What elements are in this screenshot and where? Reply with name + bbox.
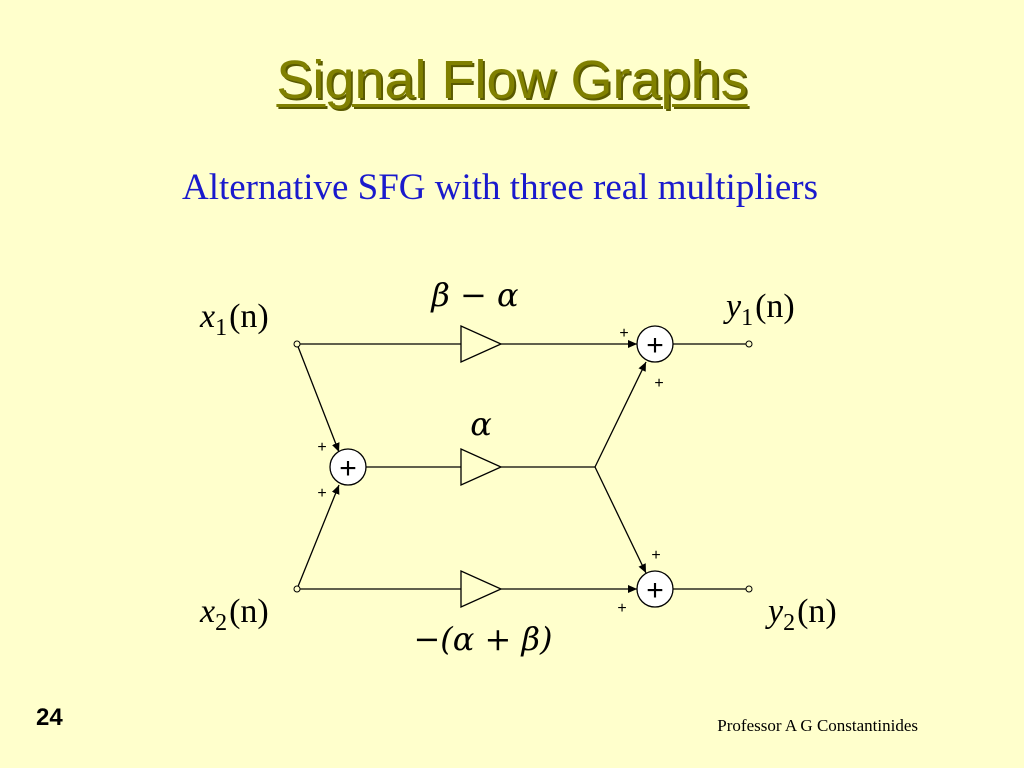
adder-output1-symbol: +: [646, 329, 664, 362]
branch-split-down: [594, 466, 647, 574]
gain-bottom-label: −(α + β): [413, 620, 552, 658]
sign-adder-output2-left: +: [617, 600, 626, 617]
node-input2: [293, 585, 301, 593]
page-number: 24: [36, 704, 63, 731]
label-x1: x1(n): [199, 298, 269, 341]
sign-adder-output2-top: +: [651, 547, 660, 564]
adder-input-symbol: +: [339, 452, 357, 485]
node-output1: [745, 340, 753, 348]
label-y2: y2(n): [765, 593, 837, 636]
multiplier-top: [460, 324, 503, 364]
node-output2: [745, 585, 753, 593]
multiplier-mid: [460, 447, 503, 487]
label-x2: x2(n): [199, 593, 269, 636]
slide-subtitle: Alternative SFG with three real multipli…: [181, 167, 819, 208]
branch-split-up: [594, 361, 647, 468]
adder-output2-symbol: +: [646, 574, 664, 607]
label-y1: y1(n): [723, 288, 795, 331]
gain-top-label: β − α: [430, 276, 518, 314]
footer-author: Professor A G Constantinides: [717, 716, 918, 735]
sign-adder-output1-bottom: +: [654, 375, 663, 392]
node-input1: [293, 340, 301, 348]
multiplier-bottom: [460, 569, 503, 609]
sign-adder-output1-left: +: [619, 325, 628, 342]
adder-output2: +: [636, 570, 674, 608]
adder-output1: +: [636, 325, 674, 363]
branch-x1-to-adder: [296, 343, 340, 453]
gain-mid-label: α: [470, 405, 492, 443]
branch-x2-to-adder: [296, 484, 340, 590]
adder-input: +: [329, 448, 367, 486]
sign-adder-input-top: +: [317, 439, 326, 456]
slide-title: Signal Flow Graphs: [276, 50, 748, 110]
sign-adder-input-bottom: +: [317, 485, 326, 502]
